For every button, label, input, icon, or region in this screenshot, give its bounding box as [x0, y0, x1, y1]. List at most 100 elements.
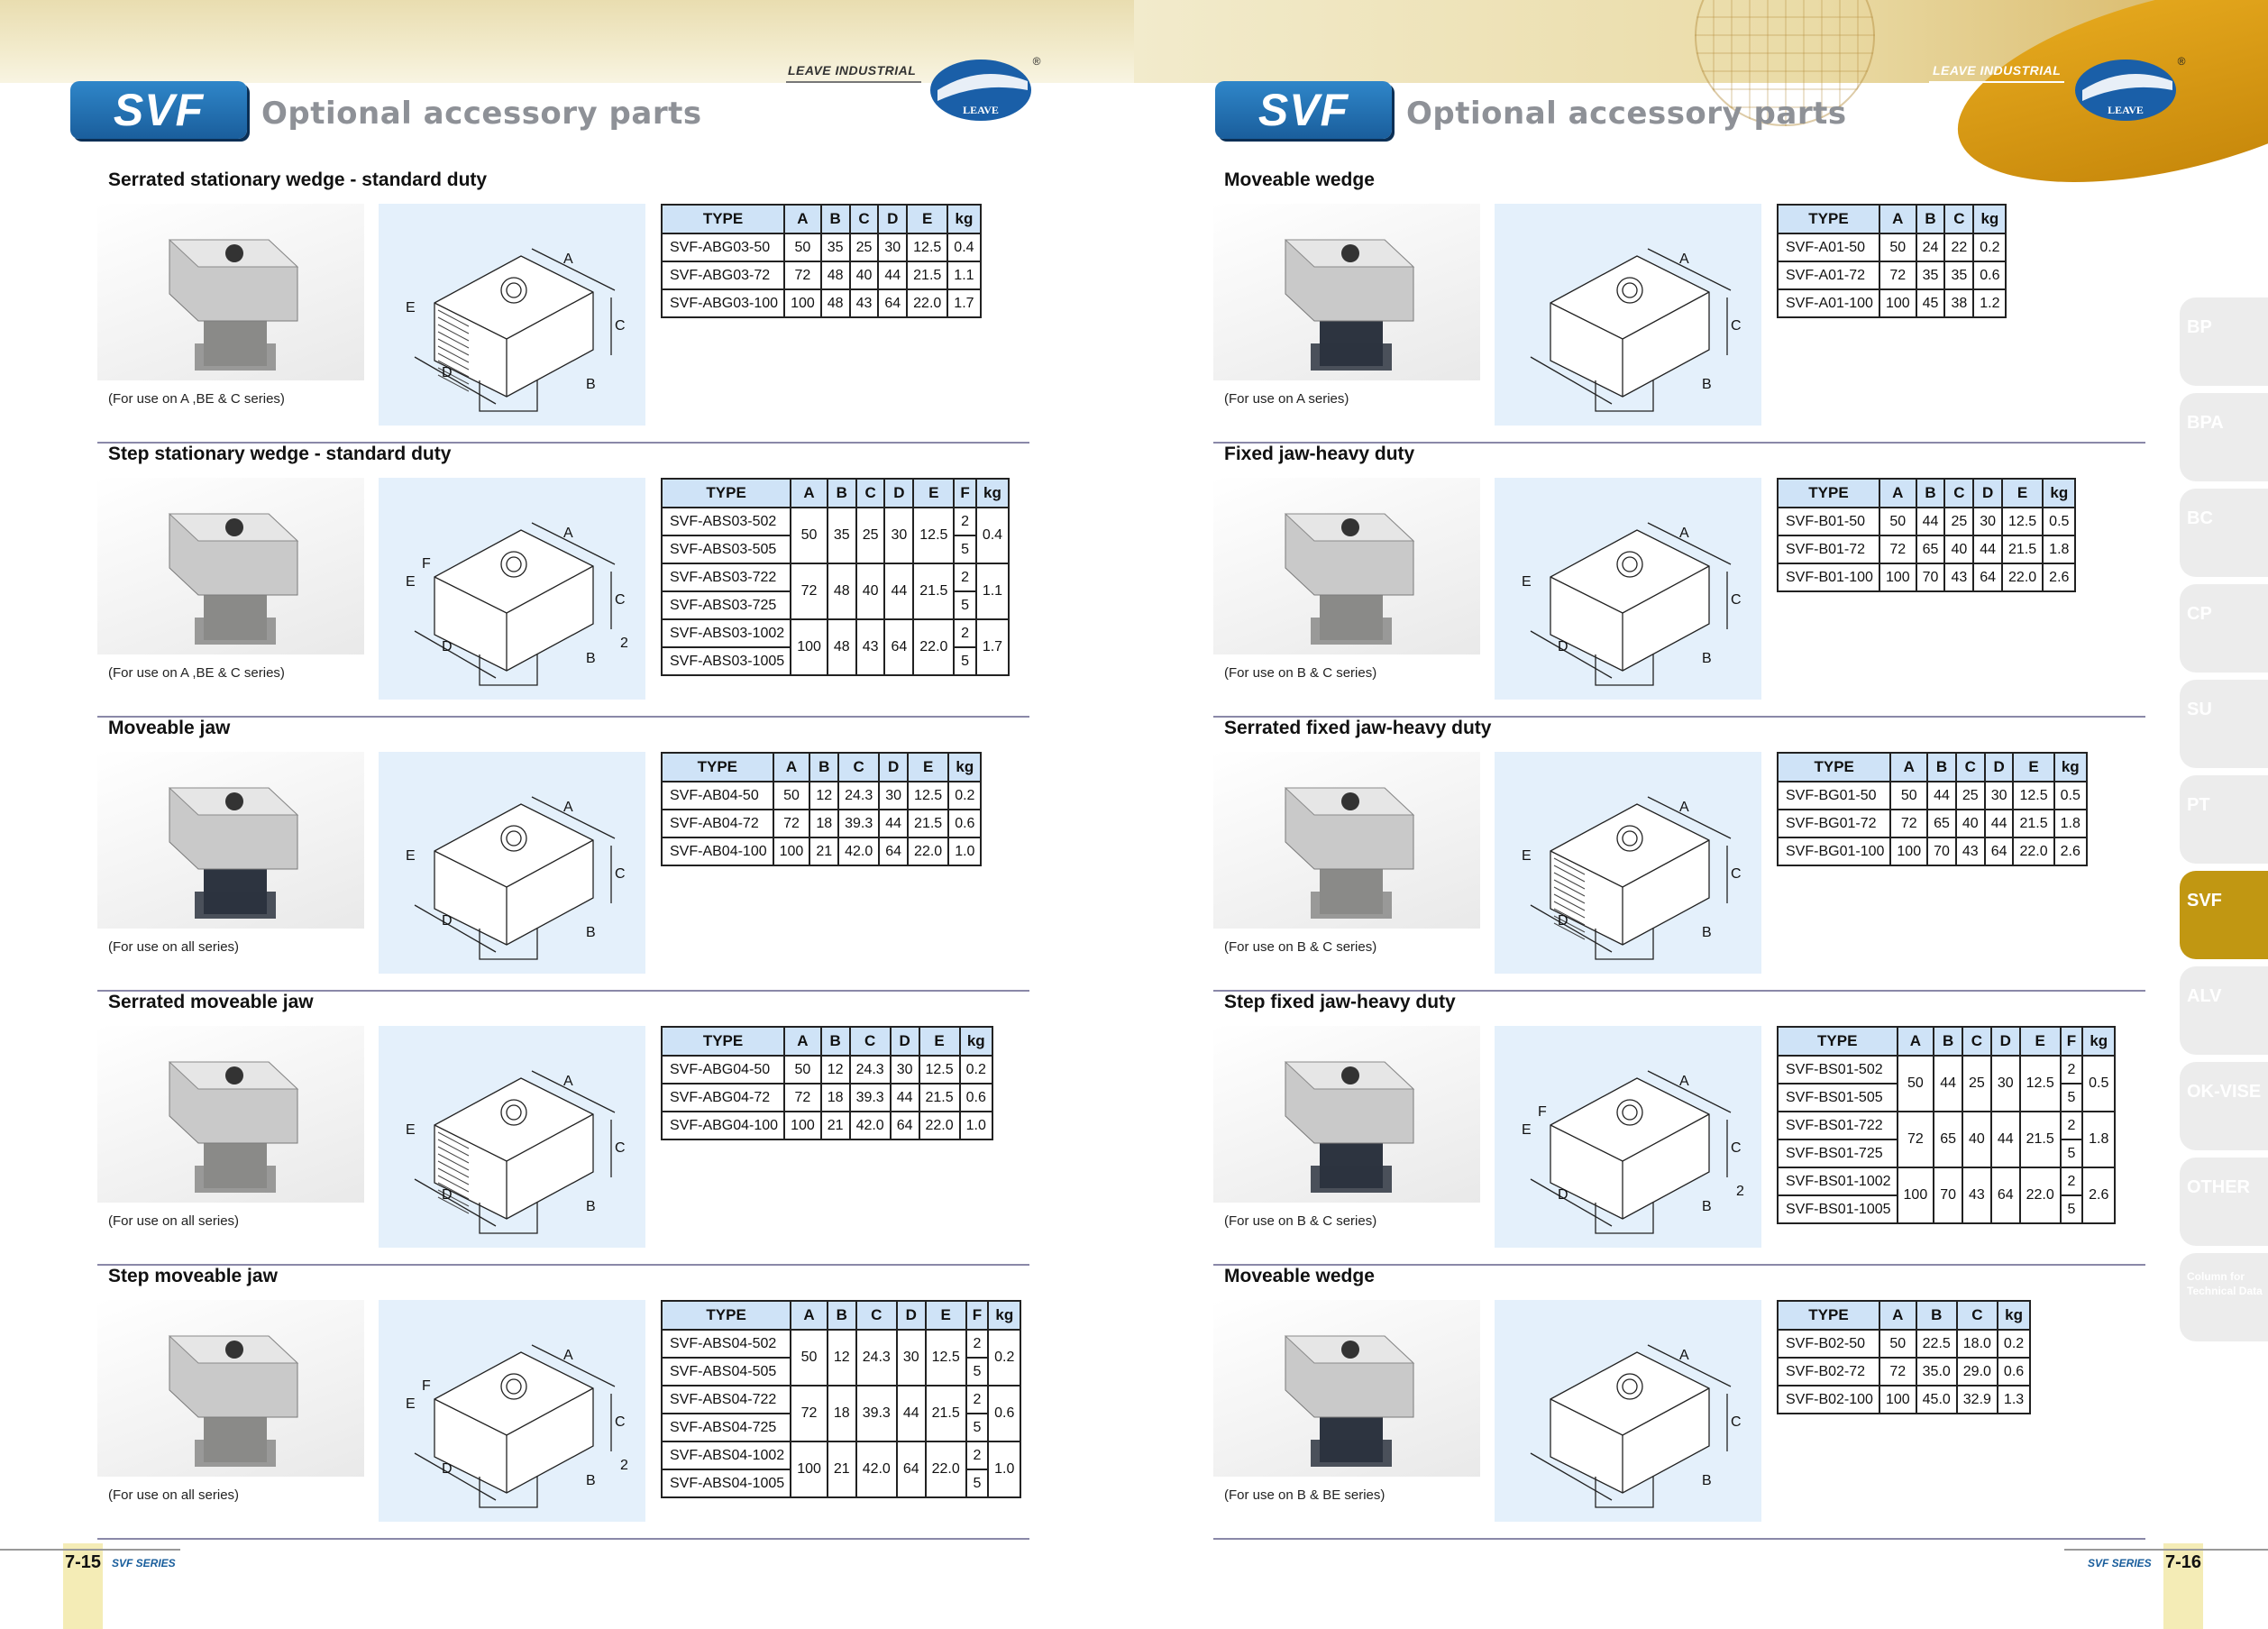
spec-header-cell: A: [1896, 1026, 1935, 1057]
spec-header-cell: TYPE: [660, 478, 792, 508]
spec-header-cell: E: [2012, 752, 2055, 782]
spec-value-cell: 30: [883, 507, 915, 564]
f-value-cell: 2: [953, 563, 977, 592]
spec-value-cell: 22.0: [906, 288, 949, 318]
dimension-label: B: [586, 377, 596, 392]
spec-value-cell: 64: [883, 618, 915, 676]
series-tab[interactable]: SU: [2180, 680, 2268, 768]
section-title: Step fixed jaw-heavy duty: [1224, 992, 1456, 1012]
spec-value-cell: 1.0: [947, 837, 983, 866]
series-tab[interactable]: OTHER: [2180, 1158, 2268, 1246]
spec-header-cell: TYPE: [1777, 478, 1880, 508]
spec-header-cell: A: [783, 1026, 822, 1057]
product-section: Serrated stationary wedge - standard dut…: [97, 169, 1029, 444]
series-tab[interactable]: BC: [2180, 489, 2268, 577]
type-code-cell: SVF-B01-72: [1777, 535, 1880, 564]
dimension-label: B: [586, 925, 596, 940]
product-photo: [97, 752, 364, 929]
series-tab[interactable]: BP: [2180, 297, 2268, 386]
dimension-label: A: [1679, 1348, 1689, 1363]
page-number-left: 7-15: [65, 1552, 102, 1572]
dimension-label: A: [563, 1074, 573, 1089]
series-tab[interactable]: SVF: [2180, 871, 2268, 959]
dimension-label: D: [442, 1187, 453, 1203]
product-photo: [1213, 478, 1480, 654]
series-tab[interactable]: ALV: [2180, 966, 2268, 1055]
usage-note: (For use on all series): [108, 1213, 240, 1229]
spec-value-cell: 65: [1933, 1111, 1964, 1168]
spec-header-cell: F: [953, 478, 977, 508]
spec-header-cell: E: [912, 478, 956, 508]
spec-value-cell: 48: [819, 288, 851, 318]
spec-value-cell: 21: [809, 837, 840, 866]
usage-note: (For use on B & C series): [1224, 939, 1377, 955]
spec-header-cell: kg: [987, 1300, 1022, 1331]
product-photo: [1213, 204, 1480, 380]
spec-value-cell: 100: [1878, 563, 1917, 592]
type-code-cell: SVF-B01-100: [1777, 563, 1880, 592]
spec-header-cell: B: [1915, 478, 1946, 508]
spec-value-cell: 40: [1943, 535, 1975, 564]
brand-name-left: LEAVE INDUSTRIAL: [788, 63, 917, 78]
spec-value-cell: 42.0: [855, 1441, 898, 1498]
spec-value-cell: 64: [1972, 563, 2004, 592]
usage-note: (For use on B & C series): [1224, 1213, 1377, 1229]
spec-header-cell: TYPE: [1777, 1300, 1880, 1331]
series-label-right: SVF SERIES: [2088, 1557, 2152, 1570]
page-title-right: Optional accessory parts: [1406, 96, 1847, 132]
brand-rule-right: [1929, 81, 2064, 83]
series-tab[interactable]: PT: [2180, 775, 2268, 864]
f-value-cell: 2: [965, 1329, 990, 1359]
spec-value-cell: 100: [1878, 1385, 1917, 1414]
section-title: Step moveable jaw: [108, 1266, 278, 1286]
registered-mark: ®: [2178, 55, 2186, 68]
series-tab[interactable]: CP: [2180, 584, 2268, 673]
spec-value-cell: 72: [1889, 809, 1929, 838]
spec-value-cell: 22.0: [2018, 1167, 2062, 1224]
spec-value-cell: 100: [1889, 837, 1929, 866]
dimension-label: A: [563, 800, 573, 815]
type-code-cell: SVF-ABS03-505: [660, 535, 792, 564]
spec-value-cell: 44: [1933, 1055, 1964, 1112]
spec-value-cell: 44: [889, 1083, 920, 1112]
series-tab[interactable]: OK-VISE: [2180, 1062, 2268, 1150]
dimension-label: F: [422, 1378, 431, 1394]
type-code-cell: SVF-ABG04-72: [660, 1083, 786, 1112]
dimension-label: A: [1679, 526, 1689, 541]
series-tab[interactable]: BPA: [2180, 393, 2268, 481]
spec-value-cell: 12.5: [2001, 507, 2044, 536]
dimension-label: 2: [620, 1458, 628, 1473]
spec-header-cell: B: [826, 478, 857, 508]
f-value-cell: 2: [2059, 1167, 2084, 1196]
dimension-label: E: [406, 1122, 416, 1138]
dimension-label: E: [406, 574, 416, 590]
dimension-label: B: [586, 651, 596, 666]
spec-header-cell: kg: [974, 478, 1011, 508]
spec-value-cell: 72: [772, 809, 811, 838]
spec-value-cell: 64: [889, 1111, 920, 1140]
dimension-label: C: [1731, 1414, 1742, 1430]
spec-value-cell: 21.5: [2012, 809, 2055, 838]
type-code-cell: SVF-ABS03-1005: [660, 646, 792, 676]
dimension-label: D: [442, 913, 453, 929]
series-tab[interactable]: Column for Technical Data: [2180, 1253, 2268, 1341]
spec-value-cell: 25: [1962, 1055, 1992, 1112]
spec-value-cell: 1.2: [1972, 288, 2007, 318]
spec-header-cell: kg: [2053, 752, 2088, 782]
